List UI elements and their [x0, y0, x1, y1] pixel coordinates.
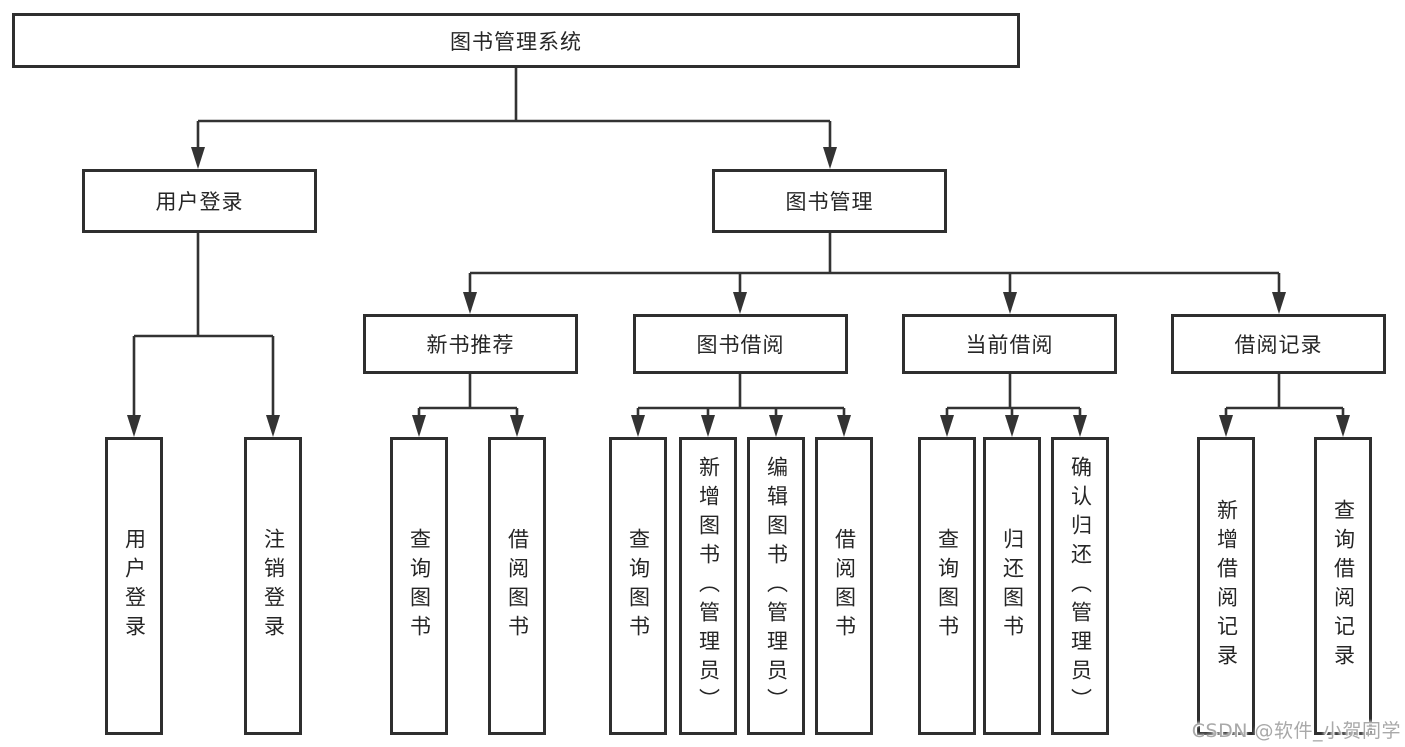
leaf-return-books: 归还图书 — [983, 437, 1041, 735]
arrowhead-icon — [1003, 292, 1017, 314]
arrowhead-icon — [1272, 292, 1286, 314]
arrowhead-icon — [412, 415, 426, 437]
arrowhead-icon — [733, 292, 747, 314]
leaf-user-login: 用户登录 — [105, 437, 163, 735]
arrowhead-icon — [1219, 415, 1233, 437]
arrowhead-icon — [266, 415, 280, 437]
arrowhead-icon — [837, 415, 851, 437]
node-label: 用户登录 — [155, 190, 244, 214]
node-label: 借阅记录 — [1234, 333, 1323, 357]
arrowhead-icon — [631, 415, 645, 437]
arrowhead-icon — [1073, 415, 1087, 437]
arrowhead-icon — [1005, 415, 1019, 437]
node-label: 当前借阅 — [965, 333, 1054, 357]
node-label: 新增借阅记录 — [1214, 499, 1239, 673]
arrowhead-icon — [769, 415, 783, 437]
node-book-borrowing: 图书借阅 — [633, 314, 848, 374]
node-label: 借阅图书 — [505, 528, 530, 644]
node-label: 查询图书 — [407, 528, 432, 644]
node-label: 归还图书 — [1000, 528, 1025, 644]
node-label: 编辑图书（管理员） — [764, 455, 789, 717]
node-label: 新增图书（管理员） — [696, 455, 721, 717]
node-new-book-recommend: 新书推荐 — [363, 314, 578, 374]
node-label: 查询借阅记录 — [1331, 499, 1356, 673]
arrowhead-icon — [940, 415, 954, 437]
node-current-borrowing: 当前借阅 — [902, 314, 1117, 374]
node-label: 借阅图书 — [832, 528, 857, 644]
node-label: 查询图书 — [626, 528, 651, 644]
node-label: 图书借阅 — [696, 333, 785, 357]
arrowhead-icon — [463, 292, 477, 314]
arrowhead-icon — [510, 415, 524, 437]
arrowhead-icon — [191, 147, 205, 169]
arrowhead-icon — [701, 415, 715, 437]
leaf-query-books-3: 查询图书 — [918, 437, 976, 735]
node-label: 确认归还（管理员） — [1068, 455, 1093, 717]
node-label: 查询图书 — [935, 528, 960, 644]
leaf-edit-books-admin: 编辑图书（管理员） — [747, 437, 805, 735]
node-label: 用户登录 — [122, 528, 147, 644]
node-label: 新书推荐 — [426, 333, 515, 357]
node-book-management: 图书管理 — [712, 169, 947, 233]
leaf-query-books-2: 查询图书 — [609, 437, 667, 735]
leaf-query-books-1: 查询图书 — [390, 437, 448, 735]
node-label: 注销登录 — [261, 528, 286, 644]
arrowhead-icon — [127, 415, 141, 437]
node-label: 图书管理系统 — [450, 29, 582, 54]
node-book-management-system: 图书管理系统 — [12, 13, 1020, 68]
leaf-borrow-books-1: 借阅图书 — [488, 437, 546, 735]
leaf-query-borrow-record: 查询借阅记录 — [1314, 437, 1372, 735]
node-label: 图书管理 — [785, 190, 874, 214]
leaf-add-borrow-record: 新增借阅记录 — [1197, 437, 1255, 735]
leaf-add-books-admin: 新增图书（管理员） — [679, 437, 737, 735]
watermark: CSDN @软件_小贺同学 — [1191, 720, 1401, 742]
leaf-borrow-books-2: 借阅图书 — [815, 437, 873, 735]
node-borrowing-records: 借阅记录 — [1171, 314, 1386, 374]
leaf-logout: 注销登录 — [244, 437, 302, 735]
node-user-login: 用户登录 — [82, 169, 317, 233]
arrowhead-icon — [823, 147, 837, 169]
arrowhead-icon — [1336, 415, 1350, 437]
leaf-confirm-return-admin: 确认归还（管理员） — [1051, 437, 1109, 735]
